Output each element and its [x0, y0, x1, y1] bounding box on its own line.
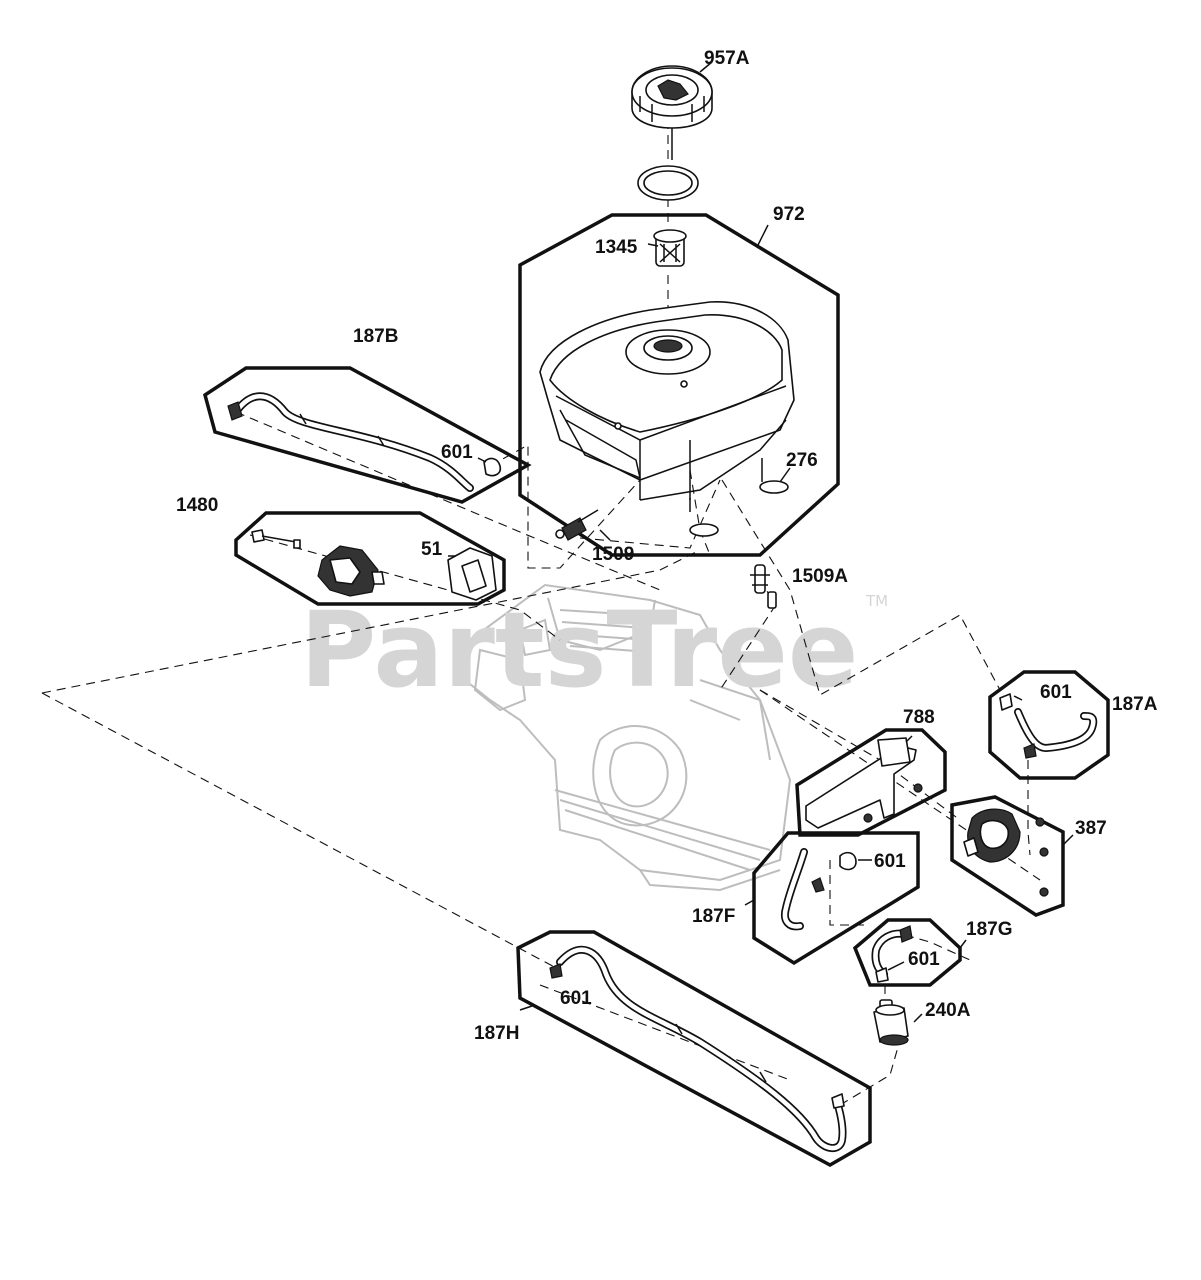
fitting-1509a — [750, 564, 777, 609]
bracket-788-outline — [795, 728, 947, 837]
label-187a: 187A — [1112, 694, 1158, 715]
label-1345: 1345 — [595, 237, 638, 258]
label-187h: 187H — [474, 1023, 519, 1044]
label-601-g: 601 — [908, 949, 940, 970]
fuel-tank-group-outline — [518, 213, 840, 557]
hose-187f-outline — [752, 831, 920, 966]
label-601-b: 601 — [441, 442, 473, 463]
hose-187g-group — [852, 918, 967, 987]
hose-187b-group — [202, 366, 532, 504]
label-601-f: 601 — [874, 851, 906, 872]
callout-labels: 957A 972 1345 187B 601 276 1480 51 1509 … — [176, 48, 1158, 1044]
label-276: 276 — [786, 450, 818, 471]
label-187f: 187F — [692, 906, 735, 927]
hose-187h-group — [516, 930, 872, 1168]
fuel-tank-group — [518, 61, 840, 557]
label-240a: 240A — [925, 1000, 971, 1021]
label-1480: 1480 — [176, 495, 218, 516]
pump-1480-outline — [234, 511, 506, 606]
label-1509: 1509 — [592, 544, 634, 565]
label-187b: 187B — [353, 326, 398, 347]
label-601-a: 601 — [1040, 682, 1072, 703]
hose-187f-group — [744, 831, 920, 966]
pump-387-outline — [950, 795, 1065, 917]
hose-187a-group — [988, 670, 1110, 780]
hose-187a-outline — [988, 670, 1110, 780]
label-788: 788 — [903, 707, 935, 728]
bracket-788-group — [795, 728, 947, 837]
watermark-text: PartsTree — [300, 589, 858, 711]
hose-187g-outline — [852, 918, 962, 987]
label-51: 51 — [421, 539, 443, 560]
watermark-trademark: TM — [865, 592, 888, 610]
label-957a: 957A — [704, 48, 750, 69]
fuel-cap-part — [631, 65, 713, 201]
watermark: PartsTree TM — [300, 589, 888, 711]
pump-387-group — [950, 795, 1074, 917]
pump-1480-group — [234, 511, 506, 606]
label-1509a: 1509A — [792, 566, 848, 587]
label-187g: 187G — [966, 919, 1012, 940]
fuel-filter-240a — [873, 999, 923, 1046]
engine-block-drawing — [463, 583, 792, 892]
label-387: 387 — [1075, 818, 1107, 839]
hose-187b-outline — [202, 366, 532, 504]
hose-187h-outline — [516, 930, 872, 1168]
label-972: 972 — [773, 204, 805, 225]
label-601-h: 601 — [560, 988, 592, 1009]
